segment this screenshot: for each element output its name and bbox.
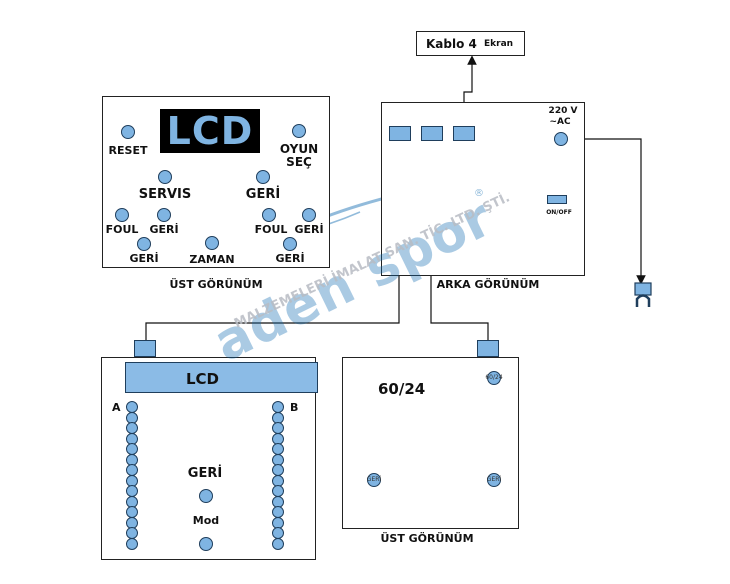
ac-label: ~AC — [549, 117, 571, 127]
scoreboard-geri-label: GERİ — [187, 466, 223, 481]
geri-right-button[interactable] — [302, 208, 316, 222]
rear-connector-scoreboard[interactable] — [389, 126, 411, 141]
zaman-label: ZAMAN — [189, 253, 235, 266]
scoreboard-geri-button[interactable] — [199, 489, 213, 503]
sec-label: SEÇ — [286, 155, 312, 169]
reset-button[interactable] — [121, 125, 135, 139]
geri-left-button[interactable] — [157, 208, 171, 222]
timer-right-button[interactable] — [487, 473, 501, 487]
voltage-label: 220 V — [548, 106, 578, 116]
timer-connector[interactable] — [477, 340, 499, 357]
timer-display: 60/24 — [378, 380, 426, 398]
cable-label-box: Kablo 4 Ekran — [416, 31, 525, 56]
foul-right-label: FOUL — [254, 223, 288, 236]
cable-label: Kablo 4 — [426, 37, 477, 51]
foul-left-button[interactable] — [115, 208, 129, 222]
reset-label: RESET — [108, 144, 148, 157]
geri-bottom-right-label: GERİ — [275, 252, 305, 265]
side-b-label: B — [290, 401, 299, 414]
foul-left-label: FOUL — [105, 223, 139, 236]
onoff-switch[interactable] — [547, 195, 567, 204]
timer-top-button-label: 60/24 — [485, 374, 503, 381]
geri-bottom-right-button[interactable] — [283, 237, 297, 251]
control-panel-lcd: LCD — [160, 109, 260, 153]
mod-label: Mod — [192, 514, 220, 527]
power-socket[interactable] — [554, 132, 568, 146]
top-view-caption: ÜST GÖRÜNÜM — [169, 278, 263, 291]
rear-view-panel — [381, 102, 585, 276]
cable-label-small: Ekran — [484, 39, 514, 49]
timer-left-button-label: GERİ — [366, 476, 382, 483]
servis-button[interactable] — [158, 170, 172, 184]
timer-panel — [342, 357, 519, 529]
side-a-button-14[interactable] — [126, 537, 138, 550]
geri-bottom-left-label: GERİ — [129, 252, 159, 265]
scoreboard-lcd: LCD — [125, 362, 318, 393]
oyun-sec-button[interactable] — [292, 124, 306, 138]
timer-left-button[interactable] — [367, 473, 381, 487]
scoreboard-lcd-text: LCD — [185, 370, 219, 388]
geri-mid-label: GERİ — [245, 187, 281, 202]
onoff-label: ON/OFF — [546, 209, 572, 216]
side-a-label: A — [112, 401, 121, 414]
rear-connector-display[interactable] — [453, 126, 475, 141]
servis-label: SERVIS — [138, 187, 192, 202]
timer-right-button-label: GERİ — [486, 476, 502, 483]
scoreboard-connector[interactable] — [134, 340, 156, 357]
geri-mid-button[interactable] — [256, 170, 270, 184]
zaman-button[interactable] — [205, 236, 219, 250]
side-b-button-14[interactable] — [272, 537, 284, 550]
lcd-text: LCD — [166, 109, 254, 153]
geri-right-label: GERİ — [294, 223, 324, 236]
mod-button[interactable] — [199, 537, 213, 551]
wire-mains — [568, 138, 646, 285]
timer-caption: ÜST GÖRÜNÜM — [380, 532, 474, 545]
geri-bottom-left-button[interactable] — [137, 237, 151, 251]
geri-left-label: GERİ — [149, 223, 179, 236]
power-plug-icon — [634, 282, 652, 307]
watermark-registered: ® — [474, 188, 484, 199]
timer-top-button[interactable] — [487, 371, 501, 385]
foul-right-button[interactable] — [262, 208, 276, 222]
rear-connector-timer[interactable] — [421, 126, 443, 141]
oyun-label: OYUN — [279, 142, 319, 156]
rear-view-caption: ARKA GÖRÜNÜM — [436, 278, 540, 291]
